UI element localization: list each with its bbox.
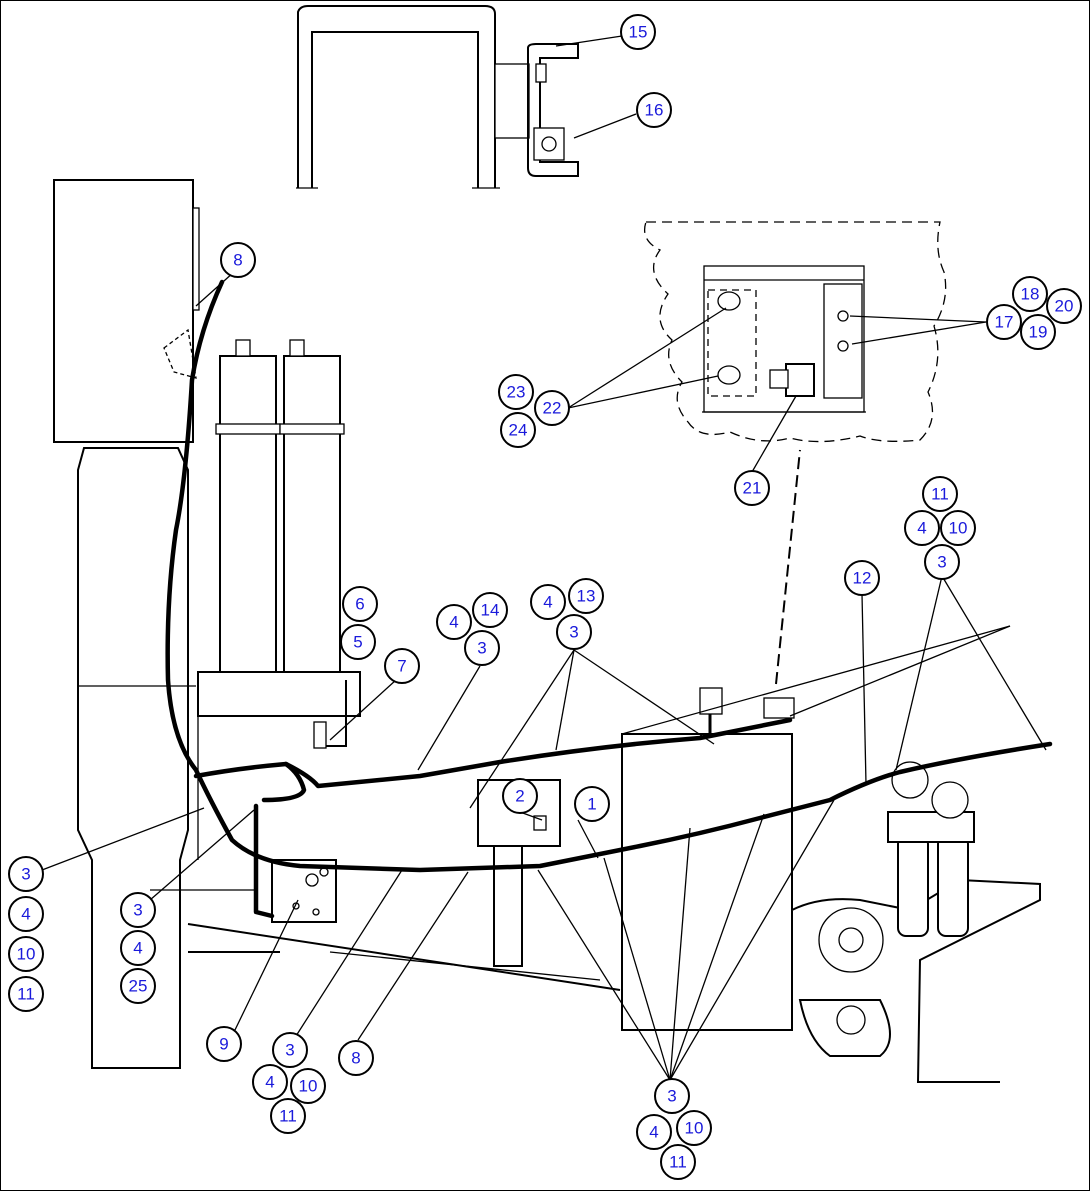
callout-4-c: 4 — [530, 584, 566, 620]
fuel-filters — [887, 761, 975, 937]
svg-text:4: 4 — [133, 939, 142, 958]
callout-3-left: 3 — [8, 856, 44, 892]
wiring-harness — [165, 279, 1053, 919]
svg-text:3: 3 — [21, 865, 30, 884]
svg-text:4: 4 — [449, 613, 458, 632]
callout-11-right: 11 — [922, 476, 958, 512]
svg-text:3: 3 — [937, 553, 946, 572]
svg-text:9: 9 — [219, 1035, 228, 1054]
callout-2: 2 — [502, 778, 538, 814]
svg-text:8: 8 — [233, 251, 242, 270]
svg-text:4: 4 — [265, 1073, 274, 1092]
svg-text:5: 5 — [353, 633, 362, 652]
callout-17: 17 — [986, 304, 1022, 340]
callout-19: 19 — [1020, 314, 1056, 350]
svg-text:1: 1 — [587, 795, 596, 814]
svg-text:12: 12 — [853, 569, 872, 588]
svg-text:3: 3 — [569, 623, 578, 642]
callout-3-c: 3 — [556, 614, 592, 650]
control-box — [271, 859, 337, 923]
callout-21: 21 — [734, 470, 770, 506]
callout-8-bottom: 8 — [338, 1040, 374, 1076]
svg-text:15: 15 — [629, 23, 648, 42]
callout-10-f: 10 — [290, 1068, 326, 1104]
top-mount-assembly — [296, 5, 579, 189]
machine-frame — [187, 733, 1041, 1083]
svg-text:10: 10 — [299, 1077, 318, 1096]
callout-3-g: 3 — [654, 1078, 690, 1114]
callout-3-right: 3 — [924, 544, 960, 580]
callout-6: 6 — [342, 586, 378, 622]
svg-text:4: 4 — [649, 1123, 658, 1142]
callout-4-e: 4 — [120, 930, 156, 966]
callout-12: 12 — [844, 560, 880, 596]
callout-8-top: 8 — [220, 242, 256, 278]
callout-15: 15 — [620, 14, 656, 50]
svg-text:17: 17 — [995, 313, 1014, 332]
svg-text:10: 10 — [17, 945, 36, 964]
svg-text:4: 4 — [543, 593, 552, 612]
svg-text:7: 7 — [397, 657, 406, 676]
callout-4-left: 4 — [8, 896, 44, 932]
svg-text:8: 8 — [351, 1049, 360, 1068]
svg-text:11: 11 — [17, 985, 35, 1004]
callout-22: 22 — [534, 390, 570, 426]
callout-18: 18 — [1012, 276, 1048, 312]
callout-11-g: 11 — [660, 1144, 696, 1180]
callout-11-left: 11 — [8, 976, 44, 1012]
svg-text:13: 13 — [577, 587, 596, 606]
callout-10-left: 10 — [8, 936, 44, 972]
callout-3-e: 3 — [120, 892, 156, 928]
callout-4-g: 4 — [636, 1114, 672, 1150]
callout-16: 16 — [636, 92, 672, 128]
callout-10-g: 10 — [676, 1110, 712, 1146]
callout-20: 20 — [1046, 288, 1082, 324]
svg-text:10: 10 — [685, 1119, 704, 1138]
callout-9: 9 — [206, 1026, 242, 1062]
callout-7: 7 — [384, 648, 420, 684]
callout-13: 13 — [568, 578, 604, 614]
callout-11-f: 11 — [270, 1098, 306, 1134]
svg-text:2: 2 — [515, 787, 524, 806]
svg-text:18: 18 — [1021, 285, 1040, 304]
svg-text:19: 19 — [1029, 323, 1048, 342]
battery-pair — [197, 339, 361, 860]
svg-text:25: 25 — [129, 977, 148, 996]
svg-text:20: 20 — [1055, 297, 1074, 316]
svg-text:10: 10 — [949, 519, 968, 538]
callout-10-right: 10 — [940, 510, 976, 546]
svg-text:4: 4 — [21, 905, 30, 924]
callout-24: 24 — [500, 412, 536, 448]
svg-text:3: 3 — [477, 639, 486, 658]
callout-1: 1 — [574, 786, 610, 822]
svg-text:6: 6 — [355, 595, 364, 614]
svg-text:11: 11 — [279, 1107, 297, 1126]
leader-lines — [41, 35, 1047, 1081]
callout-4-right: 4 — [904, 510, 940, 546]
svg-text:16: 16 — [645, 101, 664, 120]
svg-text:11: 11 — [669, 1153, 687, 1172]
svg-text:3: 3 — [285, 1041, 294, 1060]
svg-text:11: 11 — [931, 485, 949, 504]
callout-5: 5 — [340, 624, 376, 660]
callout-4-f: 4 — [252, 1064, 288, 1100]
callout-4-b: 4 — [436, 604, 472, 640]
svg-text:24: 24 — [509, 421, 528, 440]
svg-text:14: 14 — [481, 601, 500, 620]
svg-text:3: 3 — [667, 1087, 676, 1106]
svg-text:23: 23 — [507, 383, 526, 402]
callout-3-f: 3 — [272, 1032, 308, 1068]
cab-structure — [53, 179, 200, 1069]
svg-text:3: 3 — [133, 901, 142, 920]
svg-text:4: 4 — [917, 519, 926, 538]
svg-text:21: 21 — [743, 479, 762, 498]
callout-25: 25 — [120, 968, 156, 1004]
callout-23: 23 — [498, 374, 534, 410]
callout-3-b: 3 — [464, 630, 500, 666]
callout-14: 14 — [472, 592, 508, 628]
switch-panel-inset — [643, 221, 947, 443]
svg-text:22: 22 — [543, 399, 562, 418]
